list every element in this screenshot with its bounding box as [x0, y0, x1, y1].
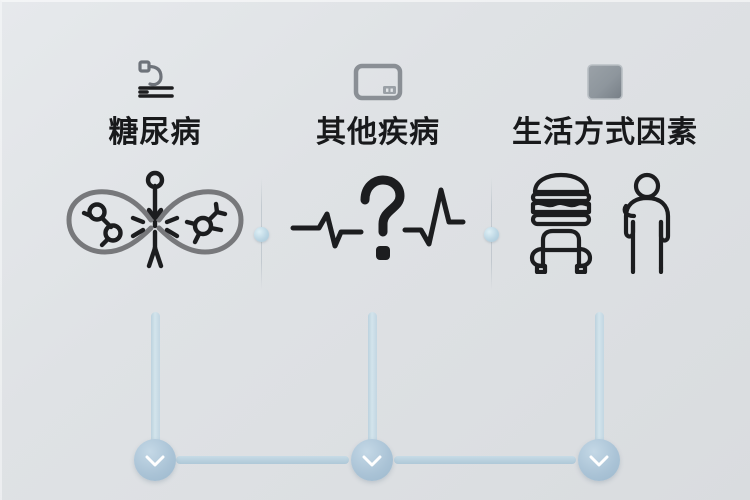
badge-screen-monitor [268, 52, 488, 112]
connector-stem-diabetes [151, 312, 160, 452]
column-title-diabetes: 糖尿病 [108, 116, 202, 149]
filled-square-icon [587, 64, 623, 100]
chevron-down-icon [145, 455, 165, 466]
burger-sofa-person-icon [529, 172, 671, 274]
column-lifestyle-factors: 生活方式因素 [495, 52, 715, 277]
connector-stem-other-diseases [368, 312, 377, 452]
timeline-node-diabetes[interactable] [134, 439, 176, 481]
column-title-lifestyle-factors: 生活方式因素 [512, 116, 698, 149]
chevron-down-icon [362, 455, 382, 466]
connector-rail-1 [176, 456, 349, 464]
illustration-thyroid [45, 167, 265, 277]
badge-filled-square [495, 52, 715, 112]
glucose-meter-icon [138, 60, 174, 98]
timeline-node-other-diseases[interactable] [351, 439, 393, 481]
divider-1 [254, 178, 269, 290]
ecg-question-mark-icon [290, 175, 466, 260]
column-diabetes: 糖尿病 [45, 52, 265, 277]
column-other-diseases: 其他疾病 [268, 52, 488, 277]
connector-rail-2 [394, 456, 576, 464]
illustration-ecg-question [268, 167, 488, 277]
connector-stem-lifestyle-factors [595, 312, 604, 452]
timeline-node-lifestyle-factors[interactable] [578, 439, 620, 481]
chevron-down-icon [589, 455, 609, 466]
divider-dot-icon [484, 226, 499, 242]
divider-dot-icon [254, 226, 269, 242]
screen-monitor-icon [353, 63, 403, 101]
illustration-burger-sofa-person [495, 167, 715, 277]
thyroid-molecule-icon [66, 170, 244, 269]
badge-glucose-meter [45, 52, 265, 112]
divider-2 [484, 178, 499, 290]
column-title-other-diseases: 其他疾病 [316, 116, 440, 149]
